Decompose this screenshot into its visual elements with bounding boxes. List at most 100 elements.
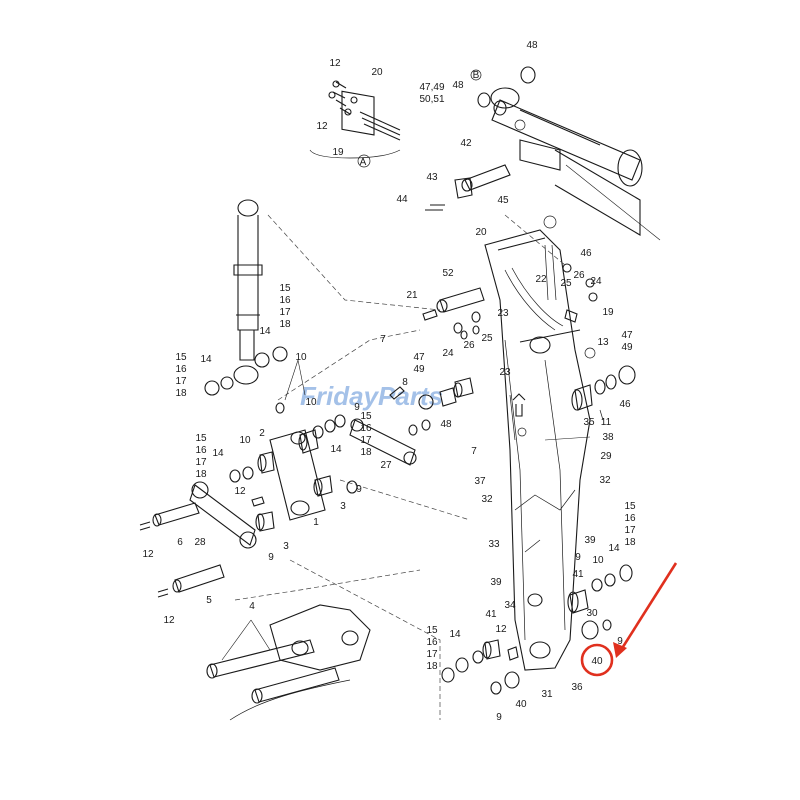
leader-4 (221, 619, 271, 661)
detail-view-a (309, 80, 401, 168)
part-label-l46a: 46 (580, 248, 592, 259)
part-label-l20a: 20 (371, 67, 383, 78)
part-label-l14e: 14 (608, 543, 620, 554)
part-label-l46b: 46 (619, 399, 631, 410)
part-label-l7b: 7 (471, 446, 477, 457)
view-marker-a2-circle (517, 427, 527, 437)
part-label-l23b: 23 (499, 367, 511, 378)
part-label-l12f: 12 (495, 624, 507, 635)
part-label-l15a: 15 (279, 283, 291, 294)
part-label-l52: 52 (442, 268, 454, 279)
part-label-l3a: 3 (340, 501, 346, 512)
part-label-l48c: 48 (440, 419, 452, 430)
part-label-l14b: 14 (200, 354, 212, 365)
part-label-l14f: 14 (449, 629, 461, 640)
arm-cylinder (233, 199, 263, 385)
part-label-l11: 11 (601, 417, 612, 428)
part-label-l40b: 40 (515, 699, 527, 710)
part-label-l15f: 15 (426, 625, 438, 636)
view-marker-b-circle (470, 69, 482, 81)
watermark: FridayParts (300, 381, 443, 411)
cylinder-dash (267, 214, 441, 311)
part-label-l26b: 26 (463, 340, 475, 351)
part-label-l18d: 18 (195, 469, 207, 480)
link-dash-1 (277, 329, 421, 401)
part-label-l48b: 48 (452, 80, 464, 91)
part-label-l8: 8 (402, 377, 408, 388)
part-label-l9c: 9 (268, 552, 274, 563)
part-label-l10c: 10 (239, 435, 251, 446)
part-label-l14c: 14 (330, 444, 342, 455)
part-label-l31: 31 (541, 689, 553, 700)
part-label-l27: 27 (380, 460, 392, 471)
part-label-l47_49: 47,49 (419, 82, 444, 93)
part-label-l45: 45 (497, 195, 509, 206)
leader-10 (284, 359, 306, 401)
pin-5 (157, 564, 225, 598)
part-label-l33: 33 (488, 539, 500, 550)
part-label-l47b: 47 (413, 352, 425, 363)
part-label-l36: 36 (571, 682, 583, 693)
part-label-l14a: 14 (259, 326, 271, 337)
part-label-l20b: 20 (475, 227, 487, 238)
view-marker-c2-circle (584, 347, 596, 359)
part-label-l41b: 41 (485, 609, 497, 620)
part-label-l9a: 9 (354, 402, 360, 413)
link-dash-2 (289, 559, 441, 720)
part-label-l21: 21 (406, 290, 418, 301)
part-label-l17c: 17 (360, 435, 372, 446)
part-label-l35: 35 (583, 417, 595, 428)
arm-body (484, 229, 591, 671)
part-label-l25a: 25 (560, 278, 572, 289)
part-label-l39a: 39 (584, 535, 596, 546)
part-label-l37: 37 (474, 476, 486, 487)
part-label-l5: 5 (206, 595, 212, 606)
part-label-l50_51: 50,51 (419, 94, 444, 105)
part-label-l6: 6 (177, 537, 183, 548)
part-label-l40a: 40 (591, 656, 603, 667)
part-label-l47a: 47 (621, 330, 633, 341)
pin-52 (422, 287, 485, 321)
part-label-l15c: 15 (360, 411, 372, 422)
part-label-l12c: 12 (234, 486, 246, 497)
leader-38 (544, 436, 591, 441)
part-label-l18c: 18 (360, 447, 372, 458)
part-label-l26a: 26 (573, 270, 585, 281)
link-parts (189, 418, 417, 549)
part-label-l12a: 12 (329, 58, 341, 69)
part-label-l18b: 18 (175, 388, 187, 399)
part-label-l16e: 16 (624, 513, 636, 524)
part-label-l34: 34 (504, 600, 516, 611)
part-label-l48a: 48 (526, 40, 538, 51)
link-dash-3 (339, 479, 471, 521)
part-label-l10a: 10 (295, 352, 307, 363)
part-label-l17d: 17 (195, 457, 207, 468)
part-label-l16a: 16 (279, 295, 291, 306)
part-label-l19b: 19 (602, 307, 614, 318)
part-label-l1: 1 (313, 517, 319, 528)
part-label-l15d: 15 (195, 433, 207, 444)
view-marker-c-circle (514, 119, 526, 131)
part-label-l24a: 24 (590, 276, 602, 287)
part-label-l32a: 32 (481, 494, 493, 505)
arm-dash-1 (504, 214, 566, 266)
part-label-l16d: 16 (195, 445, 207, 456)
part-label-l16b: 16 (175, 364, 187, 375)
boom-cylinder (490, 87, 643, 236)
part-label-l44: 44 (396, 194, 408, 205)
part-label-l12d: 12 (142, 549, 154, 560)
part-label-l14d: 14 (212, 448, 224, 459)
part-label-l39b: 39 (490, 577, 502, 588)
part-label-l16f: 16 (426, 637, 438, 648)
part-label-l17a: 17 (279, 307, 291, 318)
part-label-l24b: 24 (442, 348, 454, 359)
part-label-l15e: 15 (624, 501, 636, 512)
part-label-l49a: 49 (621, 342, 633, 353)
part-label-l17b: 17 (175, 376, 187, 387)
part-label-l41a: 41 (572, 569, 584, 580)
part-label-l15b: 15 (175, 352, 187, 363)
part-label-l32b: 32 (599, 475, 611, 486)
detail-marker-a: A (360, 157, 367, 168)
